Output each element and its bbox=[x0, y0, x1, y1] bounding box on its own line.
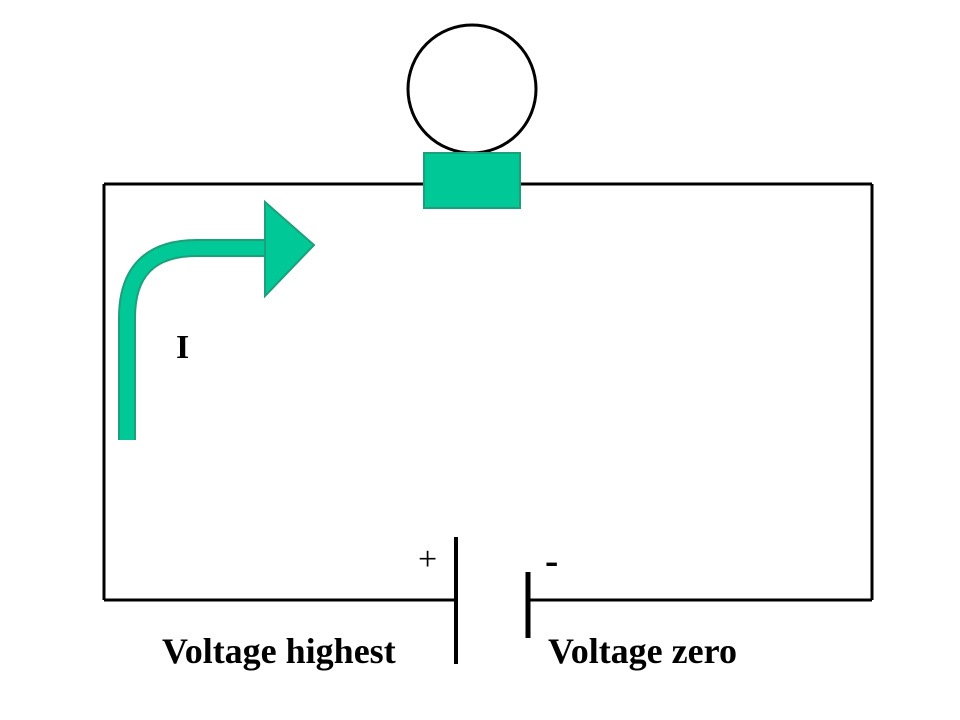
light-bulb bbox=[406, 23, 538, 209]
positive-terminal-sign: + bbox=[418, 541, 437, 578]
voltage-highest-label: Voltage highest bbox=[162, 631, 396, 671]
curved-arrow-icon-body bbox=[120, 241, 266, 440]
arrowhead-icon bbox=[264, 199, 316, 299]
bulb-base bbox=[423, 152, 521, 209]
circuit-wires bbox=[102, 182, 874, 602]
battery bbox=[454, 537, 531, 664]
current-label: I bbox=[176, 329, 189, 366]
bulb-globe-icon bbox=[406, 23, 538, 155]
voltage-zero-label: Voltage zero bbox=[548, 631, 737, 671]
negative-terminal-sign: - bbox=[545, 538, 558, 583]
curved-arrow-icon bbox=[118, 239, 266, 440]
current-arrow bbox=[118, 199, 316, 440]
